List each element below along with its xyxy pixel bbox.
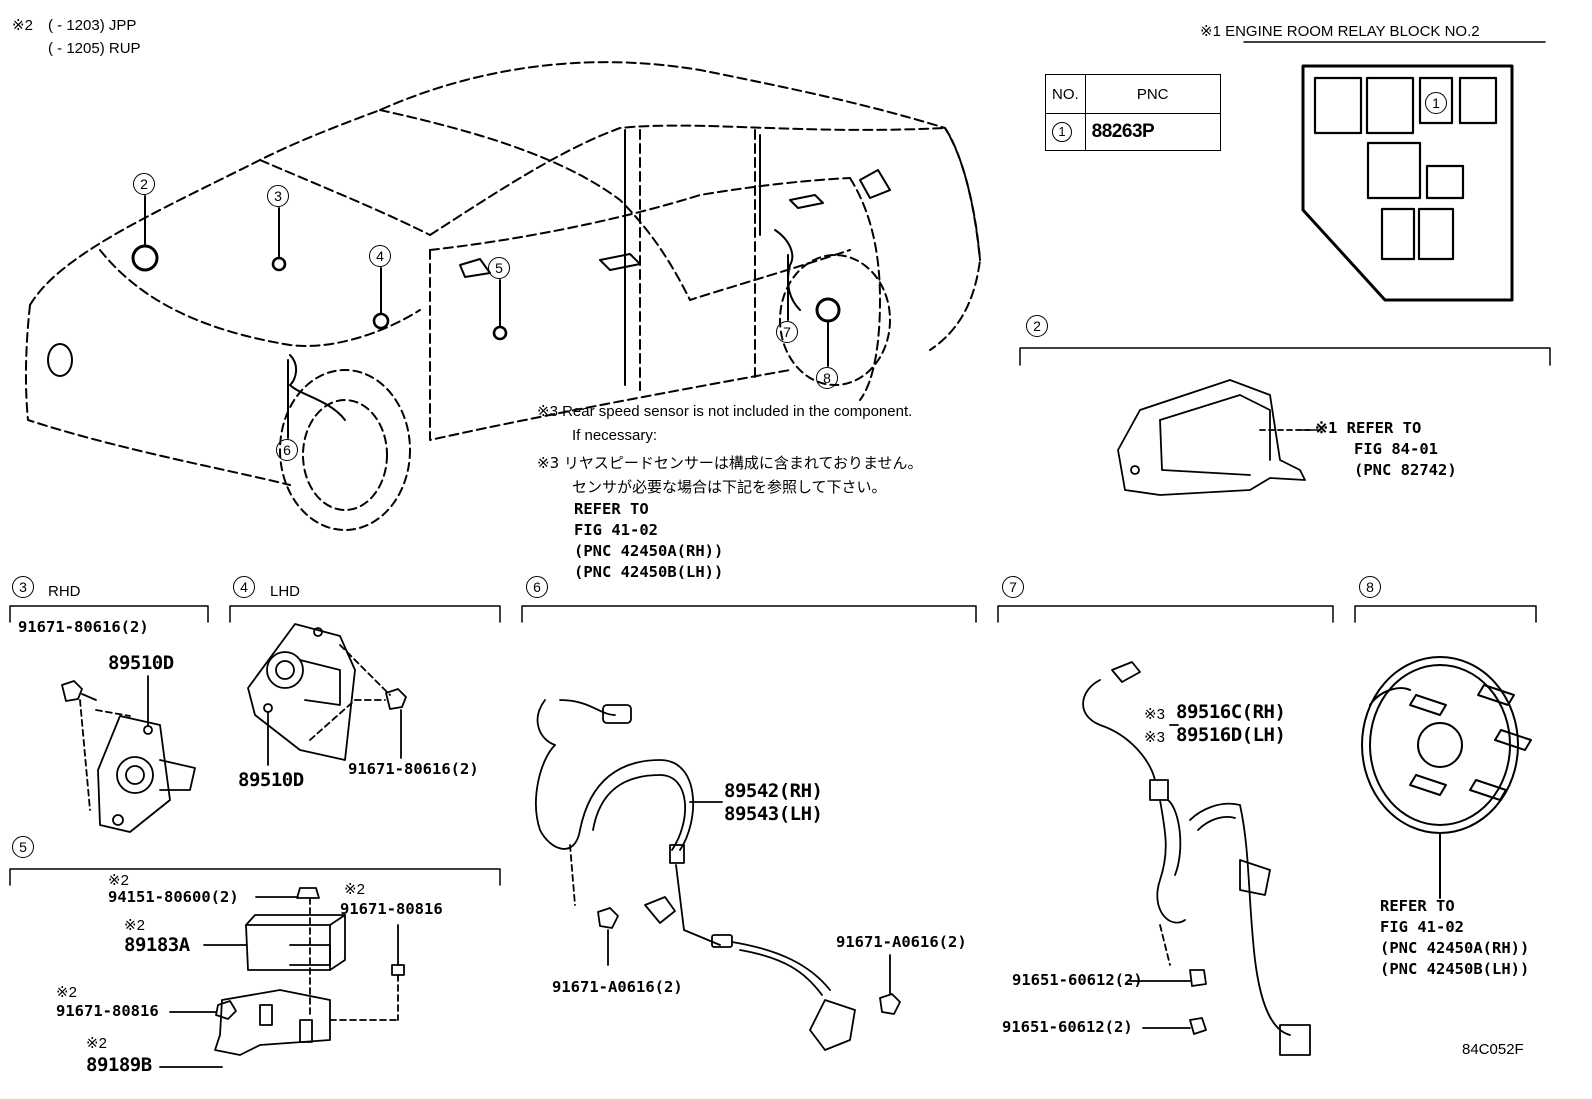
section-5-bolt-r: 91671-80816 bbox=[340, 900, 443, 918]
car-callout-4: 4 bbox=[369, 245, 391, 267]
section-2-ref-line1: ※1 REFER TO bbox=[1315, 419, 1422, 437]
section-7-mark-lh: ※3 bbox=[1144, 729, 1165, 746]
note3-ref-line4: (PNC 42450B(LH)) bbox=[574, 563, 724, 581]
relay-slot-marker: 1 bbox=[1425, 92, 1447, 114]
note3-jp-line1: ※3 リヤスピードセンサーは構成に含まれておりません。 bbox=[537, 454, 923, 472]
section-2-number: 2 bbox=[1026, 315, 1048, 337]
section-6-bolt-a: 91671-A0616(2) bbox=[552, 978, 683, 996]
note-mark-2: ※2 bbox=[12, 17, 33, 34]
section-4-part: 89510D bbox=[238, 769, 304, 791]
section-4-tag: LHD bbox=[270, 583, 301, 600]
rear-speed-sensor-drawing bbox=[1082, 661, 1311, 1056]
car-callout-7: 7 bbox=[776, 321, 798, 343]
header-rup-line: ( - 1205) RUP bbox=[48, 40, 141, 57]
car-callout-8: 8 bbox=[816, 367, 838, 389]
section-5-bolt-l: 91671-80816 bbox=[56, 1002, 159, 1020]
section-7-part-rh: 89516C(RH) bbox=[1176, 701, 1286, 723]
note3-ref-line2: FIG 41-02 bbox=[574, 521, 658, 539]
section-5-number: 5 bbox=[12, 836, 34, 858]
section-4-number: 4 bbox=[233, 576, 255, 598]
section-5-mark-e: ※2 bbox=[86, 1035, 107, 1052]
yaw-sensor-lhd-drawing bbox=[247, 623, 407, 766]
note3-ref-line3: (PNC 42450A(RH)) bbox=[574, 542, 724, 560]
section-3-tag: RHD bbox=[48, 583, 81, 600]
section-7-part-lh: 89516D(LH) bbox=[1176, 724, 1286, 746]
note3-ref-line1: REFER TO bbox=[574, 500, 649, 518]
relay-block-title: ※1 ENGINE ROOM RELAY BLOCK NO.2 bbox=[1200, 23, 1480, 40]
section-5-part-a: 89183A bbox=[124, 934, 190, 956]
section-3-part: 89510D bbox=[108, 652, 174, 674]
section-5-mark-c: ※2 bbox=[344, 881, 365, 898]
figure-code: 84C052F bbox=[1462, 1041, 1524, 1058]
section-7-bolt-a: 91651-60612(2) bbox=[1012, 971, 1143, 989]
note3-jp-line2: センサが必要な場合は下記を参照して下さい。 bbox=[572, 478, 887, 496]
section-8-ref-line2: FIG 41-02 bbox=[1380, 918, 1464, 936]
section-5-mark-a: ※2 bbox=[108, 872, 129, 889]
pnc-row-value: 88263P bbox=[1084, 113, 1221, 151]
section-2-ref-line3: (PNC 82742) bbox=[1354, 461, 1457, 479]
section-8-ref-line1: REFER TO bbox=[1380, 897, 1455, 915]
ecu-bracket-drawing bbox=[1117, 379, 1311, 496]
yaw-sensor-rhd-drawing bbox=[61, 675, 196, 833]
section-7-bolt-b: 91651-60612(2) bbox=[1002, 1018, 1133, 1036]
pnc-table: NO. PNC 1 88263P bbox=[1045, 74, 1221, 151]
section-8-number: 8 bbox=[1359, 576, 1381, 598]
section-5-mark-b: ※2 bbox=[124, 917, 145, 934]
section-7-mark-rh: ※3 bbox=[1144, 706, 1165, 723]
section-8-ref-line4: (PNC 42450B(LH)) bbox=[1380, 960, 1530, 978]
section-5-part-b: 89189B bbox=[86, 1054, 152, 1076]
header-jpp-line: ( - 1203) JPP bbox=[48, 17, 137, 34]
section-6-bolt-b: 91671-A0616(2) bbox=[836, 933, 967, 951]
note3-en-line1: ※3 Rear speed sensor is not included in … bbox=[537, 403, 913, 420]
pnc-col-pnc: PNC bbox=[1084, 74, 1221, 114]
section-6-part-lh: 89543(LH) bbox=[724, 803, 823, 825]
section-5-mark-d: ※2 bbox=[56, 984, 77, 1001]
section-4-bolt: 91671-80616(2) bbox=[348, 760, 479, 778]
airbag-sensor-bracket-drawing bbox=[159, 887, 405, 1068]
note3-en-line2: If necessary: bbox=[572, 427, 658, 444]
pnc-col-no: NO. bbox=[1045, 74, 1086, 114]
pnc-row-no: 1 bbox=[1045, 113, 1086, 151]
section-7-number: 7 bbox=[1002, 576, 1024, 598]
car-callout-3: 3 bbox=[267, 185, 289, 207]
rear-hub-drawing bbox=[1361, 656, 1532, 899]
pnc-row-marker: 1 bbox=[1052, 122, 1072, 142]
car-callout-2: 2 bbox=[133, 173, 155, 195]
car-illustration bbox=[24, 61, 981, 486]
car-callout-6: 6 bbox=[276, 439, 298, 461]
section-5-nut: 94151-80600(2) bbox=[108, 888, 239, 906]
car-callout-5: 5 bbox=[488, 257, 510, 279]
section-3-number: 3 bbox=[12, 576, 34, 598]
section-8-ref-line3: (PNC 42450A(RH)) bbox=[1380, 939, 1530, 957]
relay-block-drawing bbox=[1301, 64, 1514, 302]
front-speed-sensor-drawing bbox=[535, 699, 901, 1051]
section-2-ref-line2: FIG 84-01 bbox=[1354, 440, 1438, 458]
section-6-number: 6 bbox=[526, 576, 548, 598]
section-3-bolt: 91671-80616(2) bbox=[18, 618, 149, 636]
section-6-part-rh: 89542(RH) bbox=[724, 780, 823, 802]
